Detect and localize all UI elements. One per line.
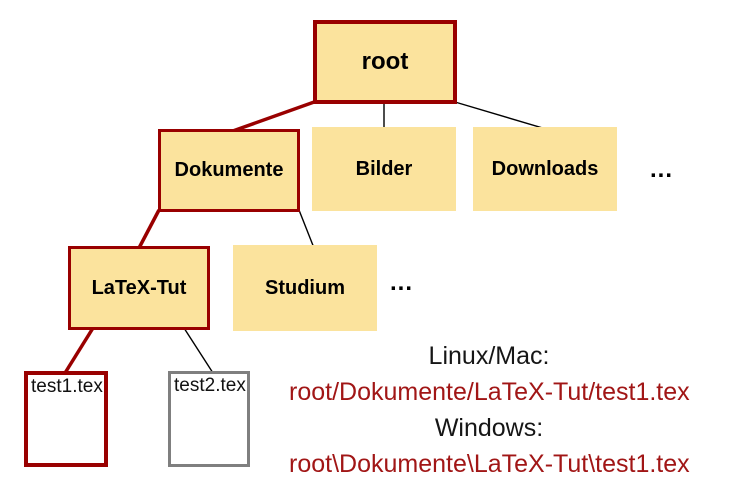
node-latex-tut-label: LaTeX-Tut bbox=[91, 276, 187, 299]
edge-root-dokumente bbox=[229, 99, 318, 134]
node-test1-file: test1.tex bbox=[24, 371, 108, 467]
node-test2-label: test2.tex bbox=[174, 375, 246, 396]
windows-label: Windows: bbox=[434, 414, 544, 442]
node-root-label: root bbox=[361, 48, 409, 75]
windows-path-text: root\Dokumente\LaTeX-Tut\test1.tex bbox=[289, 450, 690, 478]
node-downloads: Downloads bbox=[473, 127, 617, 211]
node-downloads-label: Downloads bbox=[491, 157, 599, 180]
node-test2-file: test2.tex bbox=[168, 371, 250, 467]
edge-latextut-test1 bbox=[63, 327, 95, 374]
node-bilder-label: Bilder bbox=[355, 157, 413, 180]
ellipsis-level2: ... bbox=[650, 156, 674, 183]
node-test1-label: test1.tex bbox=[31, 376, 103, 397]
edge-dokumente-studium bbox=[298, 209, 315, 249]
edge-root-downloads bbox=[454, 101, 547, 130]
node-dokumente: Dokumente bbox=[158, 129, 300, 212]
node-studium-label: Studium bbox=[265, 276, 345, 299]
linux-mac-label: Linux/Mac: bbox=[428, 342, 550, 370]
node-dokumente-label: Dokumente bbox=[174, 159, 284, 181]
node-latex-tut: LaTeX-Tut bbox=[68, 246, 210, 330]
edge-dokumente-latextut bbox=[137, 209, 161, 249]
edge-latextut-test2 bbox=[183, 327, 214, 374]
node-studium: Studium bbox=[233, 245, 377, 331]
ellipsis-level3: ... bbox=[390, 269, 414, 296]
node-root: root bbox=[313, 20, 457, 104]
path-annotation: Linux/Mac: root/Dokumente/LaTeX-Tut/test… bbox=[289, 338, 690, 482]
node-bilder: Bilder bbox=[312, 127, 456, 211]
linux-path-text: root/Dokumente/LaTeX-Tut/test1.tex bbox=[289, 378, 690, 406]
